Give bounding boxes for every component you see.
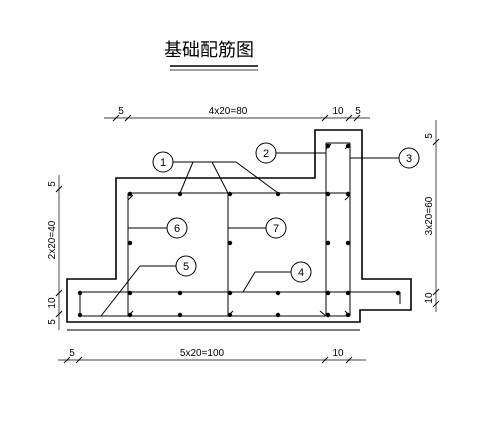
callout-3: 3 <box>350 147 420 169</box>
svg-text:1: 1 <box>160 157 166 169</box>
svg-text:3x20=60: 3x20=60 <box>424 196 435 235</box>
svg-text:6: 6 <box>174 223 180 235</box>
svg-text:2x20=40: 2x20=40 <box>47 220 58 259</box>
svg-text:5: 5 <box>355 106 361 117</box>
foundation-outline <box>66 129 412 323</box>
callout-7: 7 <box>228 217 287 239</box>
svg-text:5: 5 <box>47 181 58 187</box>
dimension-top: 5 4x20=80 10 5 <box>104 106 370 122</box>
dimension-bottom: 5 5x20=100 10 <box>58 348 366 364</box>
svg-text:5x20=100: 5x20=100 <box>180 348 225 359</box>
dimension-left: 5 2x20=40 10 5 <box>47 175 63 330</box>
drawing-title: 基础配筋图 <box>164 40 254 61</box>
callout-5: 5 <box>100 255 197 317</box>
svg-text:10: 10 <box>47 297 58 309</box>
svg-text:2: 2 <box>263 148 269 160</box>
svg-text:5: 5 <box>47 319 58 325</box>
svg-text:10: 10 <box>332 106 344 117</box>
svg-text:7: 7 <box>273 223 279 235</box>
svg-text:3: 3 <box>406 153 412 165</box>
callout-6: 6 <box>128 217 188 239</box>
dimension-right: 5 3x20=60 10 <box>424 120 440 312</box>
foundation-inner-line <box>67 321 360 331</box>
callout-2: 2 <box>255 142 326 164</box>
svg-text:10: 10 <box>332 348 344 359</box>
svg-text:4: 4 <box>298 267 304 279</box>
svg-text:10: 10 <box>424 292 435 304</box>
rebar-dots <box>77 143 401 318</box>
svg-text:4x20=80: 4x20=80 <box>209 106 248 117</box>
rebar-cage <box>79 142 401 317</box>
svg-text:5: 5 <box>183 261 189 273</box>
svg-text:5: 5 <box>69 348 75 359</box>
callout-4: 4 <box>242 261 312 293</box>
callout-1: 1 <box>152 151 279 194</box>
svg-text:5: 5 <box>424 133 435 139</box>
svg-text:5: 5 <box>118 106 124 117</box>
rebar-hooks <box>127 143 351 317</box>
